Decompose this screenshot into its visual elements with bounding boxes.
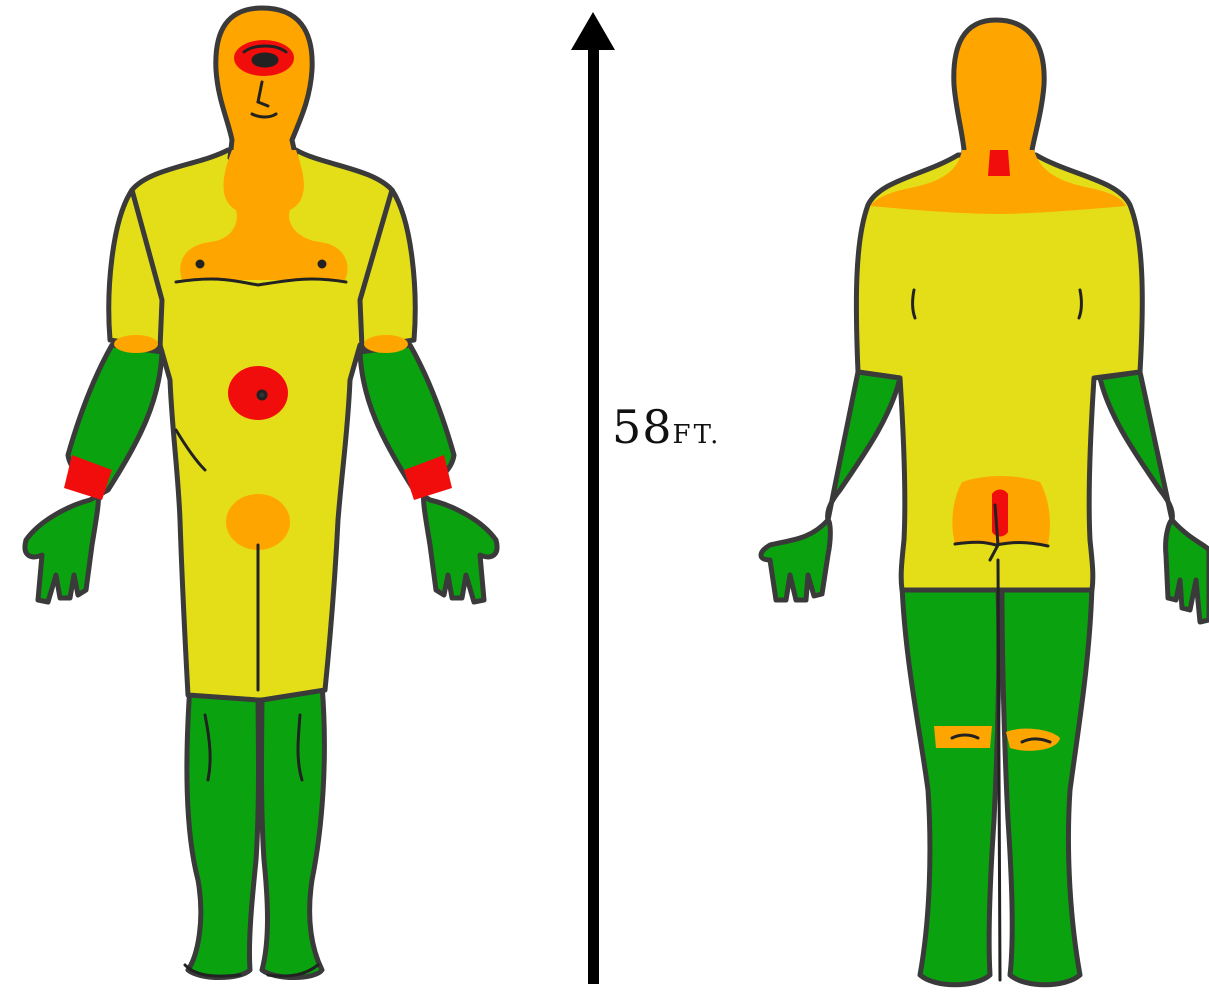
back-right-forearm — [1100, 372, 1209, 622]
height-unit: FT. — [673, 420, 722, 450]
back-head — [954, 20, 1044, 170]
back-left-leg — [902, 585, 999, 985]
back-left-knee-orange-zone — [934, 726, 992, 748]
back-left-forearm — [761, 372, 900, 600]
back-right-leg — [1002, 585, 1092, 985]
height-arrow — [571, 12, 615, 984]
front-right-leg — [262, 685, 325, 978]
height-label: 58FT. — [612, 400, 721, 454]
front-left-elbow-orange-zone — [114, 335, 158, 353]
back-neck-red-zone — [988, 150, 1010, 176]
front-groin-orange-zone — [226, 494, 290, 550]
height-number: 58 — [612, 400, 673, 454]
front-head — [216, 8, 312, 158]
front-left-leg — [187, 685, 259, 978]
front-right-elbow-orange-zone — [364, 335, 408, 353]
